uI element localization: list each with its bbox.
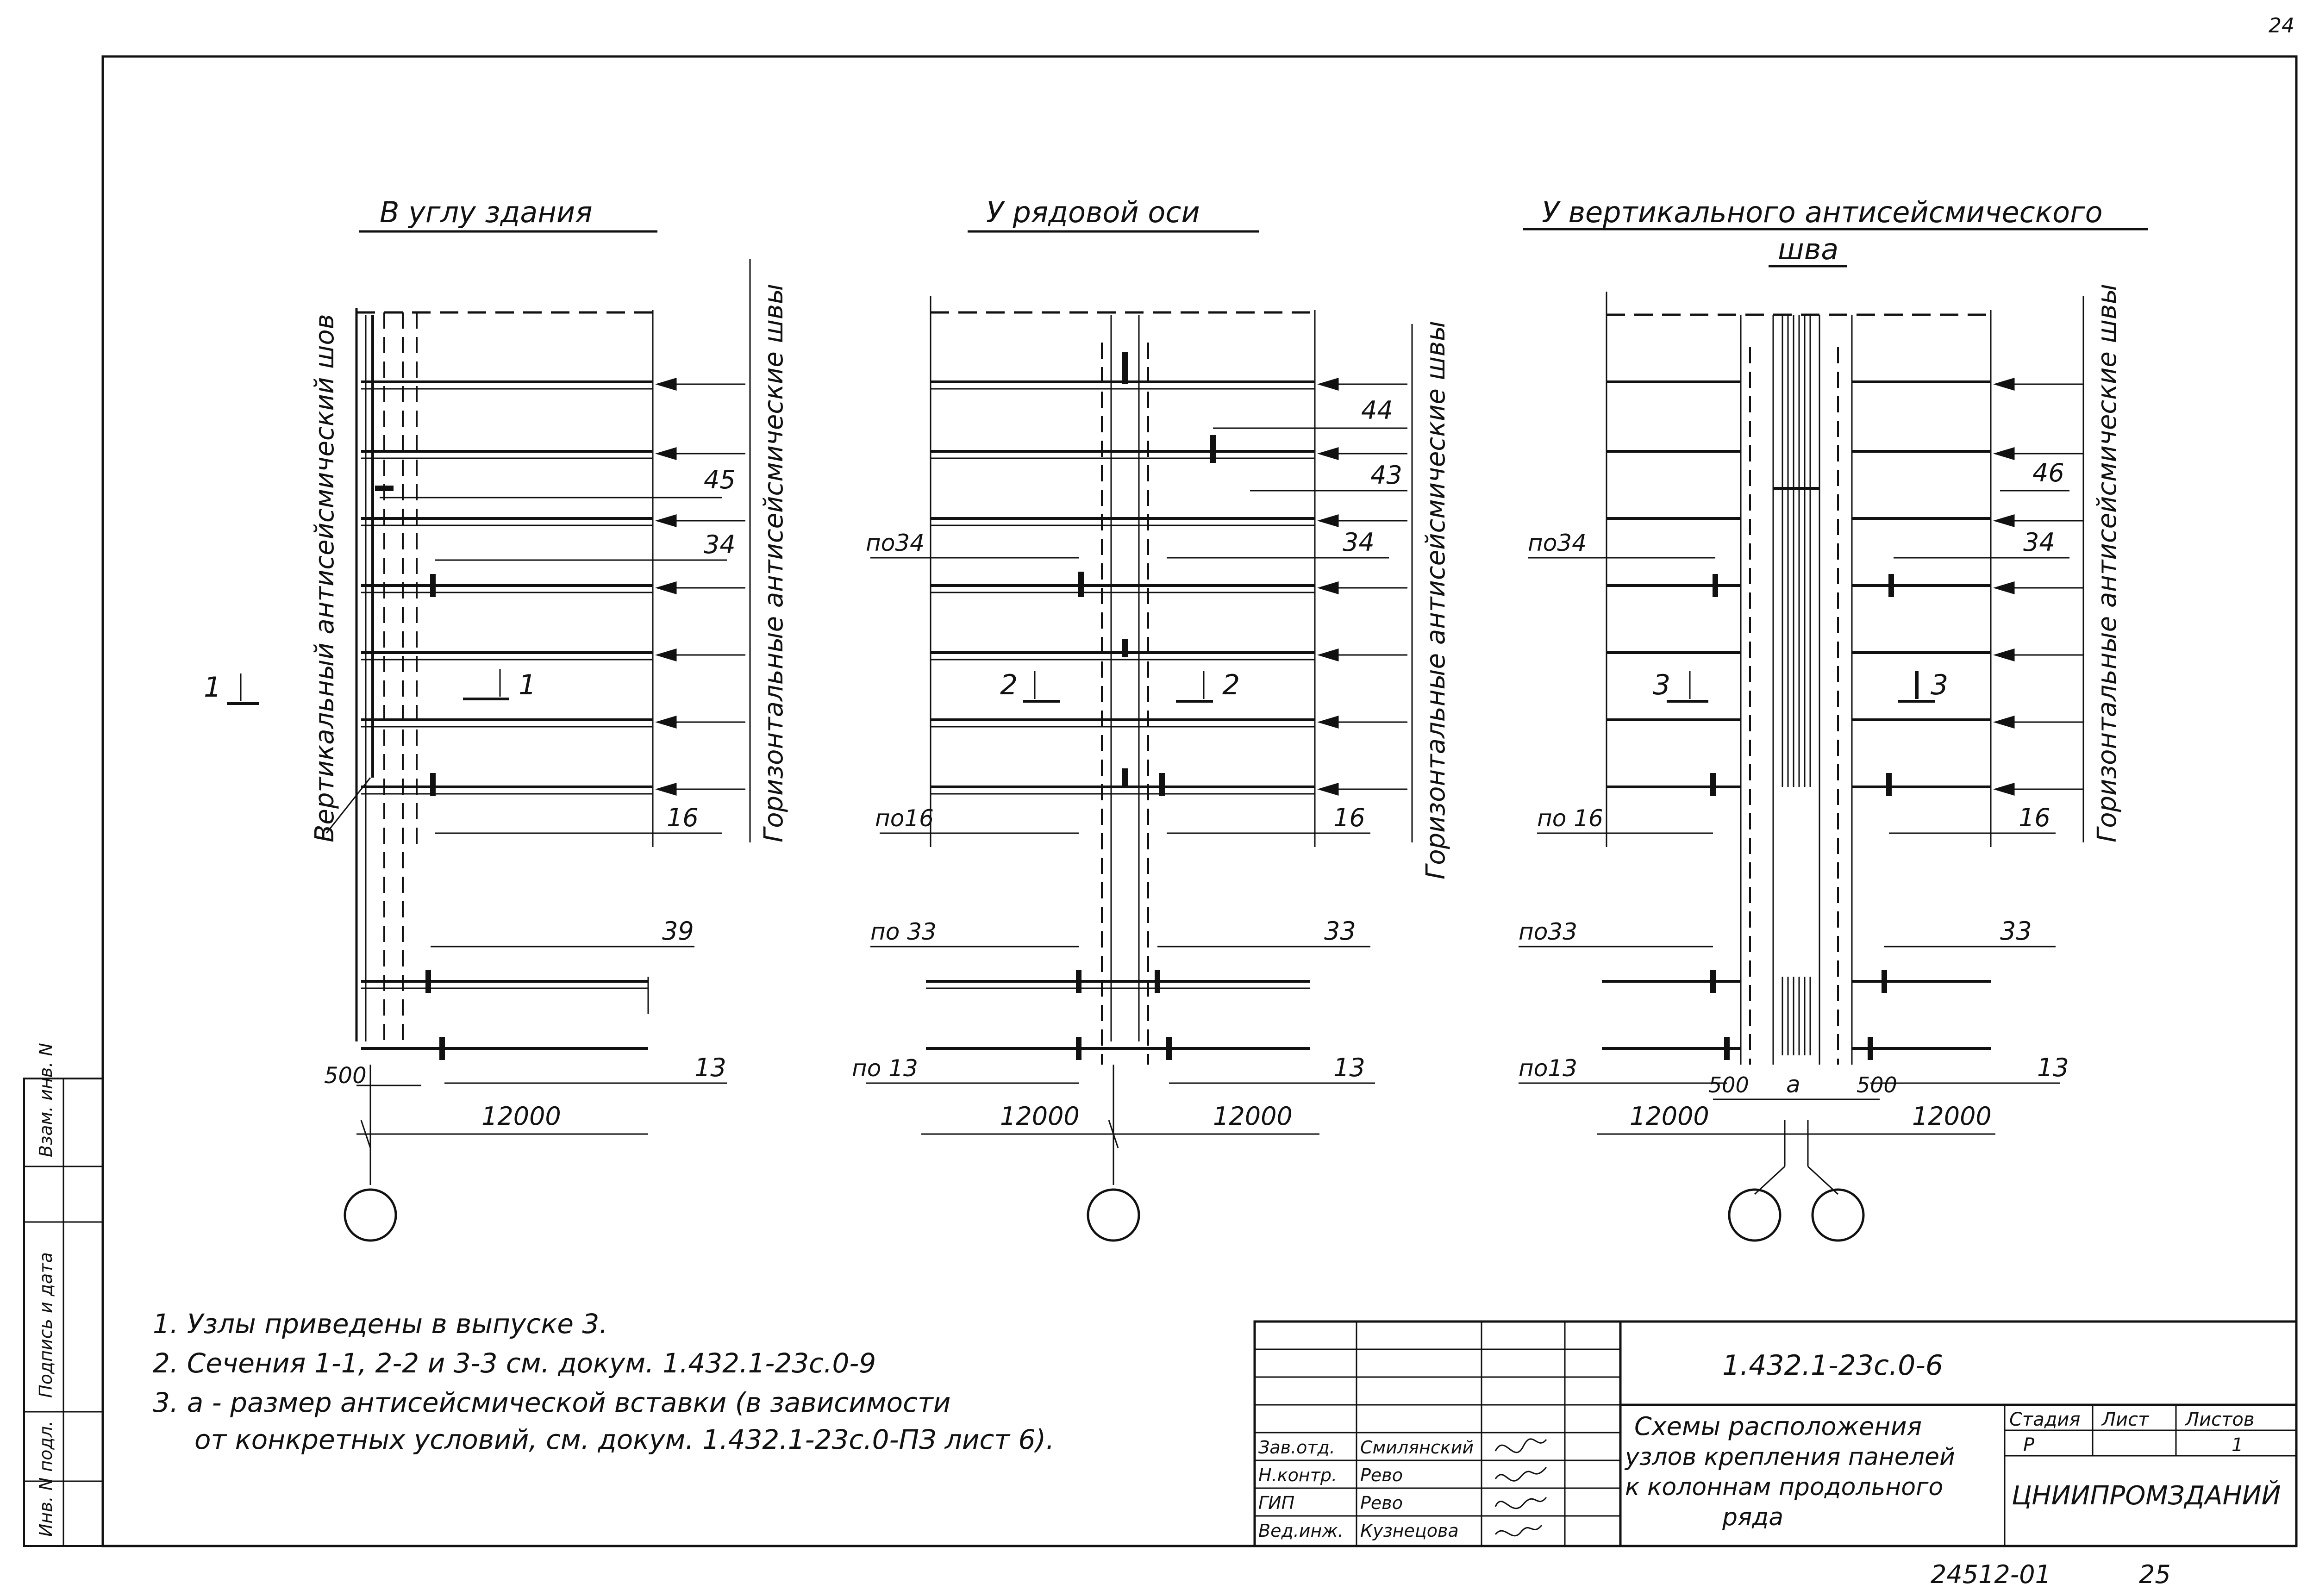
title-line-2: узлов крепления панелей bbox=[1624, 1443, 1955, 1471]
sheets-header: Листов bbox=[2184, 1409, 2254, 1430]
footer-page: 25 bbox=[2139, 1560, 2171, 1589]
section-3-left: 3 bbox=[1653, 669, 1670, 701]
scheme-joint-title-2: шва bbox=[1778, 232, 1838, 266]
axis-marker-left bbox=[344, 1188, 397, 1242]
note-3-cont: от конкретных условий, см. докум. 1.432.… bbox=[194, 1424, 1055, 1455]
callout-right-po33: по33 bbox=[1519, 918, 1577, 945]
section-3-right: 3 bbox=[1931, 669, 1948, 701]
signatures bbox=[1494, 1438, 1547, 1537]
callout-44: 44 bbox=[1361, 396, 1393, 425]
dim-a: a bbox=[1786, 1071, 1800, 1098]
note-3: 3. a - размер антисейсмической вставки (… bbox=[153, 1387, 951, 1418]
title-line-3: к колоннам продольного bbox=[1625, 1473, 1943, 1501]
name-2: Рево bbox=[1360, 1493, 1403, 1513]
callout-right-34: 34 bbox=[2023, 528, 2055, 557]
callout-po33: по 33 bbox=[870, 918, 937, 945]
callout-16: 16 bbox=[667, 803, 699, 832]
side-strip: Инв. N подл. Подпись и дата Взам. инв. N bbox=[23, 1043, 104, 1547]
organization: ЦНИИПРОМЗДАНИЙ bbox=[2012, 1481, 2281, 1511]
sheet-frame bbox=[101, 55, 2298, 1547]
note-1: 1. Узлы приведены в выпуске 3. bbox=[153, 1308, 608, 1340]
callout-po13: по 13 bbox=[852, 1055, 918, 1082]
callout-right-po16: по 16 bbox=[1537, 805, 1603, 832]
section-1-left: 1 bbox=[204, 671, 221, 704]
section-1-mid: 1 bbox=[519, 669, 536, 701]
callout-39: 39 bbox=[662, 916, 694, 946]
name-1: Рево bbox=[1360, 1465, 1403, 1485]
scheme-corner: В углу здания bbox=[204, 195, 789, 1242]
axis-marker-right-2 bbox=[1811, 1188, 1865, 1242]
callout-right-13: 13 bbox=[2037, 1053, 2069, 1082]
callout-right-16: 16 bbox=[2019, 803, 2050, 832]
role-0: Зав.отд. bbox=[1258, 1437, 1335, 1458]
side-strip-inv: Инв. N подл. bbox=[36, 1421, 56, 1537]
dim-12000-mid-left: 12000 bbox=[1000, 1102, 1080, 1131]
dim-500-left: 500 bbox=[324, 1063, 367, 1089]
callout-46: 46 bbox=[2032, 458, 2064, 487]
callout-right-33: 33 bbox=[2000, 916, 2032, 946]
callout-mid-34: 34 bbox=[1343, 528, 1375, 557]
archive-number: 24512-01 bbox=[1931, 1560, 2051, 1589]
label-horizontal-seams-left: Горизонтальные антисейсмические швы bbox=[759, 284, 789, 842]
axis-marker-right-1 bbox=[1728, 1188, 1782, 1242]
dim-12000-right-right: 12000 bbox=[1912, 1102, 1992, 1131]
callout-mid-13: 13 bbox=[1333, 1053, 1365, 1082]
sheet-number-top: 24 bbox=[2269, 14, 2294, 37]
side-strip-replace: Взам. инв. N bbox=[36, 1043, 56, 1157]
callout-mid-16: 16 bbox=[1333, 803, 1365, 832]
callout-right-po13: по13 bbox=[1519, 1055, 1577, 1082]
side-strip-sign: Подпись и дата bbox=[36, 1252, 56, 1398]
dim-500-right-right: 500 bbox=[1857, 1072, 1897, 1097]
sheets-value: 1 bbox=[2232, 1434, 2243, 1456]
notes: 1. Узлы приведены в выпуске 3. 2. Сечени… bbox=[153, 1308, 1055, 1455]
section-2-left: 2 bbox=[1000, 669, 1018, 701]
name-0: Смилянский bbox=[1360, 1437, 1474, 1458]
label-horizontal-seams-right: Горизонтальные антисейсмические швы bbox=[2092, 284, 2122, 842]
dim-12000-mid-right: 12000 bbox=[1213, 1102, 1293, 1131]
scheme-row-title: У рядовой оси bbox=[986, 195, 1200, 229]
callout-33: 33 bbox=[1324, 916, 1356, 946]
scheme-corner-title: В углу здания bbox=[380, 195, 593, 229]
role-2: ГИП bbox=[1258, 1493, 1294, 1513]
callout-43: 43 bbox=[1370, 461, 1402, 490]
dim-12000-left: 12000 bbox=[481, 1102, 561, 1131]
callout-po16: по16 bbox=[875, 805, 934, 832]
role-3: Вед.инж. bbox=[1258, 1521, 1344, 1541]
dim-12000-right-left: 12000 bbox=[1630, 1102, 1709, 1131]
scheme-row-axis: У рядовой оси bbox=[852, 195, 1451, 1242]
callout-right-po34: по34 bbox=[1528, 530, 1587, 556]
title-line-4: ряда bbox=[1722, 1503, 1783, 1531]
label-vertical-seam: Вертикальный антисейсмический шов bbox=[310, 314, 340, 842]
callout-13: 13 bbox=[694, 1053, 726, 1082]
callout-po34: по34 bbox=[866, 530, 925, 556]
title-line-1: Схемы расположения bbox=[1634, 1412, 1922, 1441]
note-2: 2. Сечения 1-1, 2-2 и 3-3 см. докум. 1.4… bbox=[153, 1347, 876, 1379]
scheme-seismic-joint: У вертикального антисейсмического шва bbox=[1519, 195, 2148, 1242]
label-horizontal-seams-mid: Горизонтальные антисейсмические швы bbox=[1421, 321, 1451, 879]
role-1: Н.контр. bbox=[1258, 1465, 1337, 1485]
title-block: Зав.отд. Смилянский Н.контр. Рево ГИП Ре… bbox=[1253, 1320, 2298, 1547]
stage-value: Р bbox=[2023, 1434, 2035, 1456]
callout-34: 34 bbox=[704, 530, 736, 559]
section-2-right: 2 bbox=[1222, 669, 1240, 701]
callout-45: 45 bbox=[704, 465, 736, 494]
scheme-joint-title-1: У вертикального антисейсмического bbox=[1542, 195, 2103, 229]
doc-code: 1.432.1-23с.0-6 bbox=[1722, 1349, 1943, 1382]
stage-header: Стадия bbox=[2009, 1409, 2080, 1430]
axis-marker-mid bbox=[1087, 1188, 1140, 1242]
name-3: Кузнецова bbox=[1360, 1521, 1459, 1541]
sheet-header: Лист bbox=[2101, 1409, 2150, 1430]
dim-500-right-left: 500 bbox=[1708, 1072, 1749, 1097]
